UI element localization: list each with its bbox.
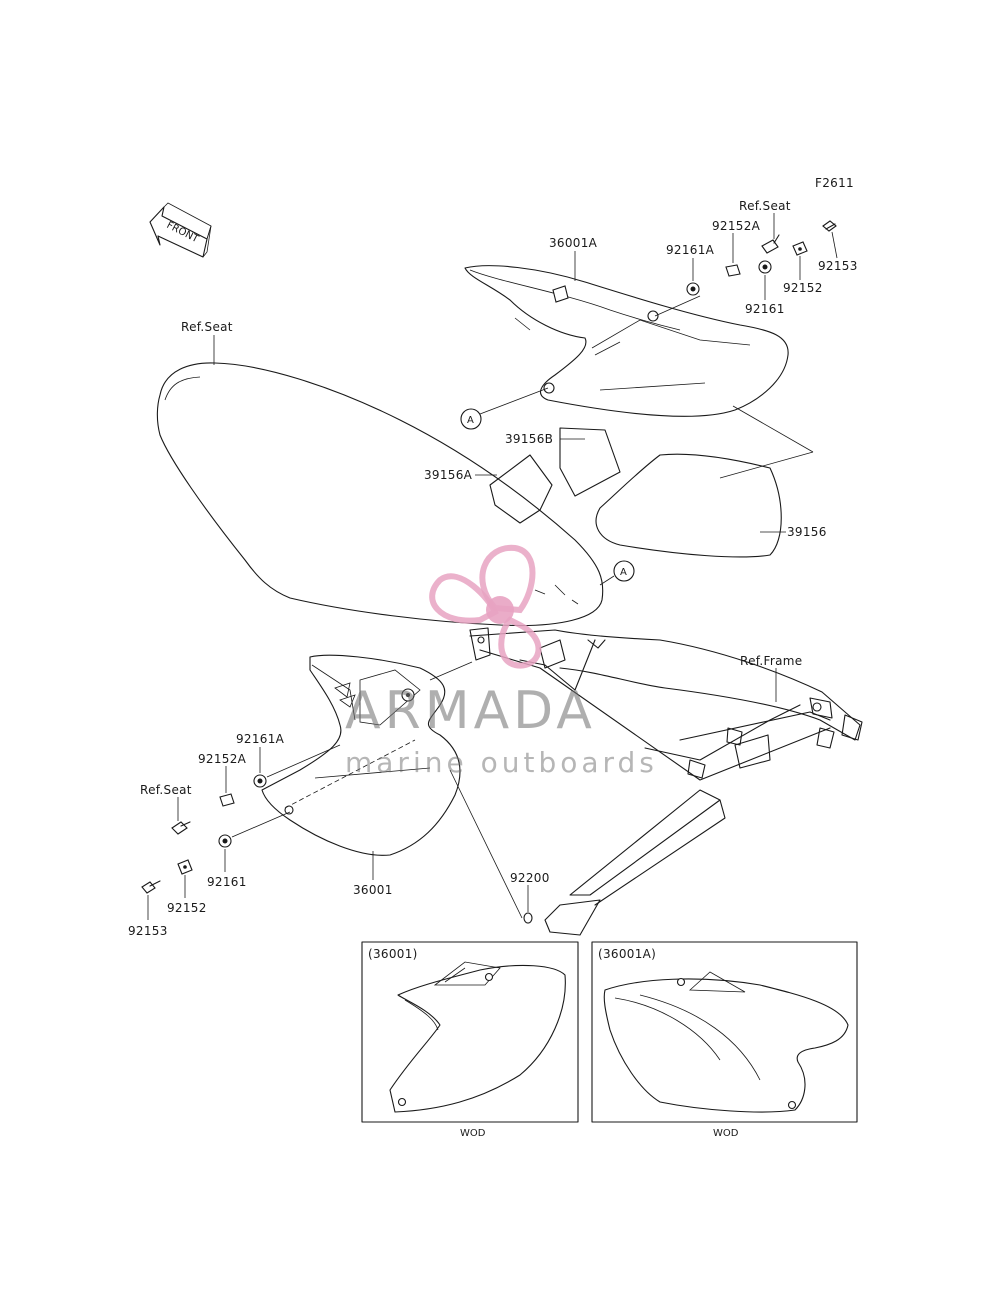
- label-39156A: 39156A: [424, 468, 473, 482]
- hardware-92161-left: [218, 834, 232, 848]
- inset-36001A-title: (36001A): [598, 947, 656, 961]
- bolt-ref-seat-top-icon: [761, 234, 780, 254]
- hardware-92161A-top: [686, 282, 700, 296]
- hardware-92152-left: [177, 859, 193, 875]
- sticker-39156A: [489, 454, 553, 524]
- label-92153-top: 92153: [818, 259, 858, 273]
- hardware-92153-top: [822, 220, 837, 232]
- armada-logo: [429, 544, 542, 669]
- hardware-92153-left: [141, 880, 161, 894]
- rear-frame: [469, 627, 863, 936]
- label-92161A-top: 92161A: [666, 243, 715, 257]
- hardware-92152-top: [792, 241, 808, 256]
- callout-a-seat: A: [599, 560, 635, 586]
- label-36001A: 36001A: [549, 236, 598, 250]
- seat-outline: [156, 362, 604, 627]
- sticker-39156B: [559, 427, 621, 497]
- ref-seat-main-label: Ref.Seat: [181, 320, 233, 334]
- watermark-brand: ARMADA: [345, 681, 596, 741]
- label-92153-left: 92153: [128, 924, 168, 938]
- label-36001: 36001: [353, 883, 393, 897]
- svg-text:A: A: [620, 567, 627, 578]
- inset-36001A-note: WOD: [713, 1128, 739, 1139]
- inset-36001: (36001): [361, 941, 579, 1123]
- callout-a-cover: A: [460, 387, 549, 430]
- side-cover-36001A: [464, 265, 789, 417]
- label-92152-left: 92152: [167, 901, 207, 915]
- hardware-92152A-left: [219, 793, 235, 807]
- hardware-92161A-left: [253, 774, 267, 788]
- front-arrow-icon: FRONT: [149, 202, 212, 258]
- hardware-92152A-top: [725, 264, 741, 277]
- inset-36001-title: (36001): [368, 947, 418, 961]
- label-92161-left: 92161: [207, 875, 247, 889]
- ref-frame-label: Ref.Frame: [740, 654, 802, 668]
- sticker-39156: [595, 453, 782, 558]
- ref-seat-left-label: Ref.Seat: [140, 783, 192, 797]
- label-39156B: 39156B: [505, 432, 553, 446]
- svg-text:A: A: [467, 415, 474, 426]
- label-92161-top: 92161: [745, 302, 785, 316]
- label-39156: 39156: [787, 525, 827, 539]
- label-92152A-top: 92152A: [712, 219, 761, 233]
- hardware-92200: [523, 912, 533, 924]
- inset-36001A: (36001A): [591, 941, 858, 1123]
- label-92161A-left: 92161A: [236, 732, 285, 746]
- inset-36001-note: WOD: [460, 1128, 486, 1139]
- bolt-ref-seat-left-icon: [171, 821, 191, 835]
- label-92152A-left: 92152A: [198, 752, 247, 766]
- ref-seat-top-label: Ref.Seat: [739, 199, 791, 213]
- label-92200: 92200: [510, 871, 550, 885]
- hardware-92161-top: [758, 260, 772, 274]
- figure-code: F2611: [815, 176, 854, 190]
- label-92152-top: 92152: [783, 281, 823, 295]
- watermark-tagline: marine outboards: [345, 746, 658, 779]
